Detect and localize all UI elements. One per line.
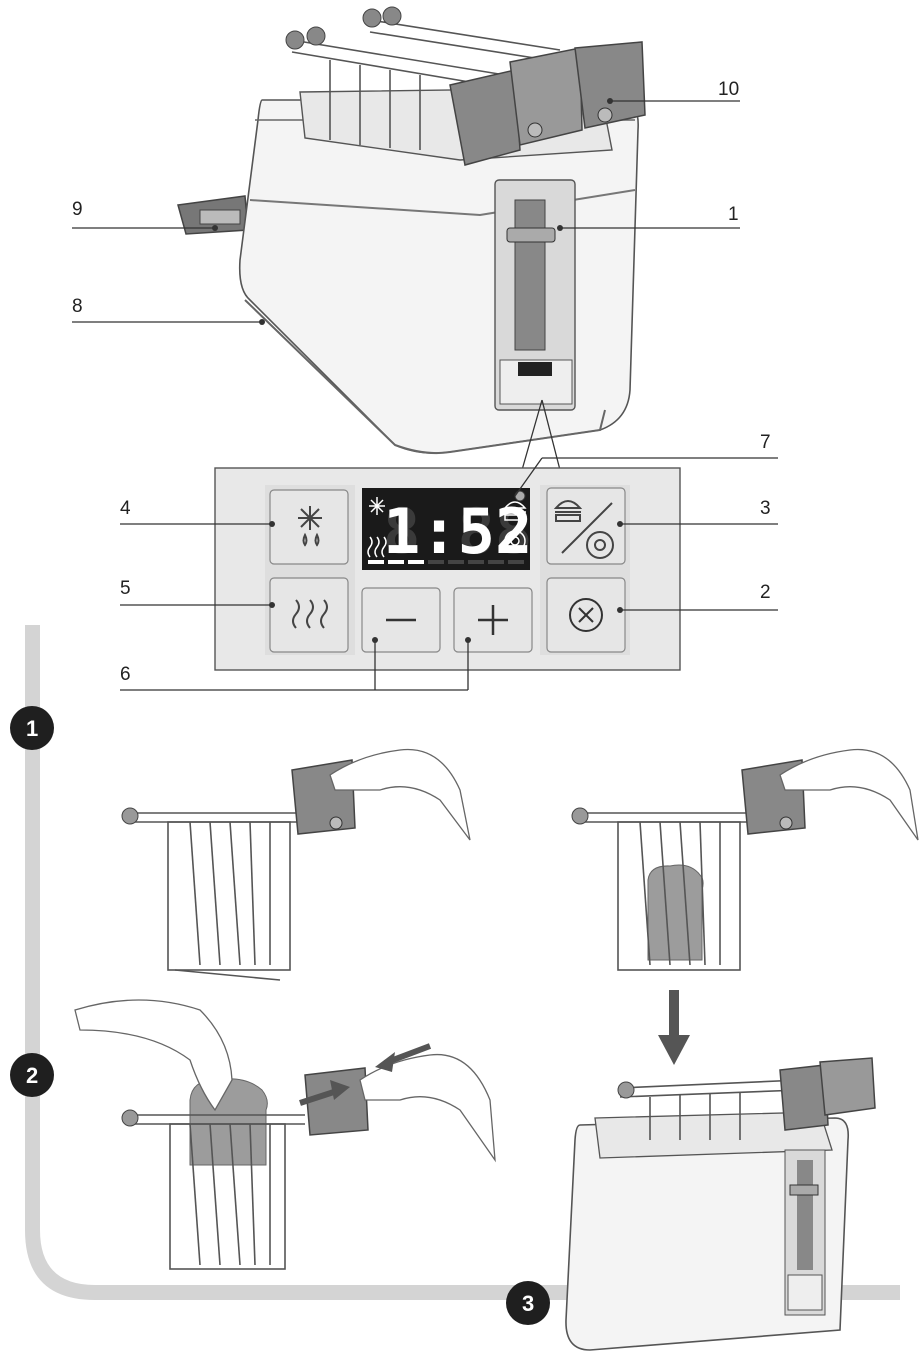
svg-text:2: 2 <box>26 1063 38 1088</box>
callout-10: 10 <box>718 79 739 100</box>
hand-icon <box>74 999 233 1112</box>
plus-button[interactable] <box>453 587 533 653</box>
callout-4: 4 <box>120 498 131 519</box>
callout-8: 8 <box>72 296 83 317</box>
reheat-icon <box>292 599 328 629</box>
toast-slice <box>189 1078 268 1166</box>
callout-9: 9 <box>72 199 83 220</box>
callout-5: 5 <box>120 578 131 599</box>
defrost-icon <box>298 506 322 547</box>
browning-level-bar <box>368 560 524 564</box>
arrow-down-icon <box>658 990 690 1065</box>
lcd-bagel-icon <box>504 530 526 552</box>
rack-empty-illustration <box>121 748 471 981</box>
reheat-button[interactable] <box>269 577 349 653</box>
step-badge-1: 1 <box>10 706 54 750</box>
callout-2: 2 <box>760 582 771 603</box>
display-time: 1:52 <box>383 495 532 568</box>
callout-1: 1 <box>728 204 739 225</box>
hand-icon <box>779 748 919 841</box>
rack-inserting-toast-illustration <box>74 999 496 1270</box>
defrost-button[interactable] <box>269 489 349 565</box>
step-badge-3: 3 <box>506 1281 550 1325</box>
svg-text:1: 1 <box>26 716 38 741</box>
bun-bagel-icon <box>553 500 614 559</box>
step-badge-2: 2 <box>10 1053 54 1097</box>
control-panel: 8:88 1:52 <box>214 467 681 671</box>
lcd-display <box>362 488 530 570</box>
lcd-reheat-icon <box>367 536 387 558</box>
lcd-bun-icon <box>503 501 527 521</box>
toaster-with-rack-illustration <box>565 1057 876 1351</box>
callout-7: 7 <box>760 432 771 453</box>
svg-text:3: 3 <box>522 1291 534 1316</box>
hand-icon <box>359 1053 496 1163</box>
minus-button[interactable] <box>361 587 441 653</box>
bun-bagel-button[interactable] <box>546 487 626 565</box>
callout-6: 6 <box>120 664 131 685</box>
hand-icon <box>329 748 471 841</box>
cancel-button[interactable] <box>546 577 626 653</box>
lcd-defrost-icon <box>369 497 385 515</box>
toast-slice <box>647 864 704 961</box>
callout-3: 3 <box>760 498 771 519</box>
cancel-icon <box>569 598 603 632</box>
svg-text:8:88: 8:88 <box>383 495 532 568</box>
plus-icon <box>478 605 508 635</box>
toaster-main <box>177 6 646 455</box>
rack-with-toast-illustration <box>571 748 919 971</box>
